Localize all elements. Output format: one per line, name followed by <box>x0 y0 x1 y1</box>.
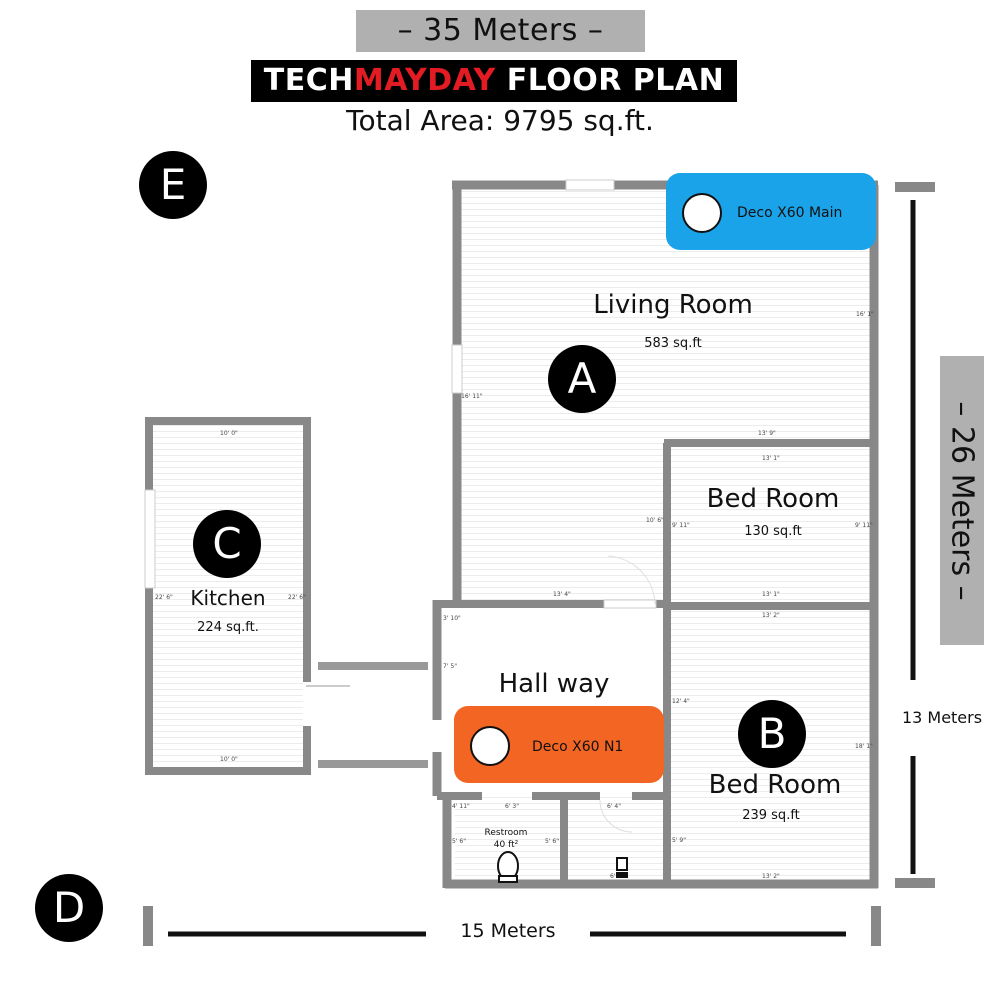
corridor-wall-bottom <box>318 760 428 768</box>
hallway-name: Hall way <box>498 669 610 699</box>
router-icon <box>470 726 510 766</box>
wall-dim: 18' 1" <box>855 743 873 750</box>
page-title: TECHMAYDAY FLOOR PLAN <box>251 60 737 102</box>
kitchen-name: Kitchen <box>190 586 266 610</box>
deco-x60-n1-node: Deco X60 N1 <box>454 706 664 783</box>
wall-dim: 7' 5" <box>443 663 457 670</box>
right-dimension-label: 13 Meters <box>901 708 983 727</box>
sink-base <box>616 872 628 878</box>
wall-dim: 22' 6" <box>155 594 173 601</box>
toilet-tank <box>498 875 518 883</box>
marker-d: D <box>35 874 103 942</box>
restroom2-door-swing <box>599 799 633 833</box>
wall-dim: 9' 11" <box>672 522 690 529</box>
bottom-dim-cap-right <box>871 906 881 946</box>
living-left-window <box>451 344 463 394</box>
wall-dim: 10' 6" <box>646 517 664 524</box>
marker-e: E <box>139 151 207 219</box>
corridor-wall-top <box>318 662 428 670</box>
router-icon <box>682 193 722 233</box>
wall-dim: 13' 4" <box>553 591 571 598</box>
wall-dim: 3' 10" <box>443 615 461 622</box>
wall-dim: 13' 2" <box>762 873 780 880</box>
kitchen-floor <box>150 422 306 770</box>
deco-x60-main-node: Deco X60 Main <box>666 173 876 250</box>
bed1-door-swing <box>607 555 656 605</box>
wall-dim: 22' 6" <box>288 594 306 601</box>
wall-dim: 13' 1" <box>762 455 780 462</box>
wall-dim: 10' 0" <box>220 430 238 437</box>
bedroom1-area: 130 sq.ft <box>744 524 802 539</box>
living-room-area: 583 sq.ft <box>644 336 702 351</box>
title-floor-plan: FLOOR PLAN <box>495 63 725 98</box>
wall-dim: 9' 11" <box>855 522 873 529</box>
wall-dim: 6' <box>610 873 616 880</box>
marker-a: A <box>548 345 616 413</box>
bottom-dim-cap-left <box>143 906 153 946</box>
total-area: Total Area: 9795 sq.ft. <box>346 104 654 137</box>
sink-fixture <box>616 857 628 871</box>
wall-dim: 5' 9" <box>672 837 686 844</box>
kitchen-door-gap <box>303 682 313 726</box>
wall-dim: 4' 11" <box>452 803 470 810</box>
deco-main-label: Deco X60 Main <box>737 205 843 221</box>
right-dim-cap-top <box>895 182 935 192</box>
wall-dim: 5' 6" <box>545 838 559 845</box>
wall-dim: 5' 6" <box>452 838 466 845</box>
wall-dim: 13' 1" <box>762 591 780 598</box>
hall-door-opening <box>603 599 657 609</box>
bottom-dimension-label: 15 Meters <box>460 920 556 942</box>
deco-n1-label: Deco X60 N1 <box>532 739 624 755</box>
wall-dim: 6' 4" <box>607 803 621 810</box>
wall-dim: 10' 0" <box>220 756 238 763</box>
kitchen-area: 224 sq.ft. <box>197 620 259 635</box>
title-tech: TECH <box>263 63 354 98</box>
wall-dim: 6' 3" <box>505 803 519 810</box>
kitchen-walls <box>145 417 311 775</box>
restroom-area: 40 ft² <box>493 840 519 850</box>
bedroom1-name: Bed Room <box>706 484 840 514</box>
width-dimension-label: – 35 Meters – <box>356 10 645 52</box>
bedroom2-area: 239 sq.ft <box>742 808 800 823</box>
wall-dim: 13' 2" <box>762 612 780 619</box>
height-dimension-label: – 26 Meters – <box>940 356 984 645</box>
restroom-name: Restroom <box>484 828 528 838</box>
bedroom2-name: Bed Room <box>708 770 842 800</box>
kitchen-window <box>144 489 156 589</box>
wall-dim: 16' 11" <box>461 393 483 400</box>
living-room-name: Living Room <box>593 290 753 320</box>
wall-dim: 12' 4" <box>672 698 690 705</box>
living-top-window <box>565 179 615 191</box>
wall-dim: 16' 1" <box>856 311 874 318</box>
marker-b: B <box>738 700 806 768</box>
title-mayday: MAYDAY <box>353 63 496 98</box>
wall-dim: 13' 9" <box>758 430 776 437</box>
marker-c: C <box>193 510 261 578</box>
right-dim-cap-bottom <box>895 878 935 888</box>
height-dimension-text: – 26 Meters – <box>944 400 980 601</box>
